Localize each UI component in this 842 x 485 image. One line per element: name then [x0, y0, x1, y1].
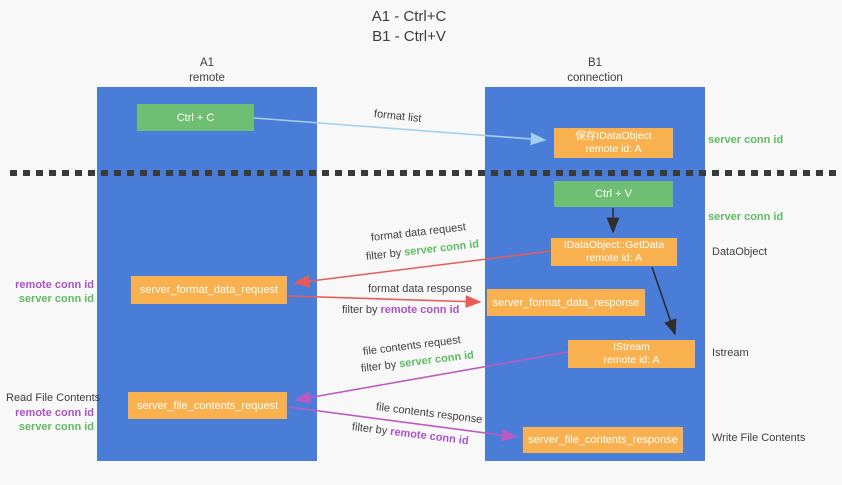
node-server-file-contents-request: server_file_contents_request [128, 392, 287, 419]
filter-by-text: filter by [342, 304, 381, 316]
node-server-format-data-request: server_format_data_request [131, 276, 287, 304]
annotation-read-file-contents: Read File Contents [6, 392, 101, 404]
annotation-server-conn-id-2: server conn id [18, 421, 94, 433]
node-server-file-contents-response: server_file_contents_response [523, 427, 683, 453]
node-server-file-contents-request-label: server_file_contents_request [136, 399, 279, 412]
node-istream: IStream remote id: A [568, 340, 695, 368]
node-server-format-data-response-label: server_format_data_response [492, 296, 640, 309]
node-istream-line1: IStream [613, 341, 650, 353]
annotation-remote-conn-id-1: remote conn id [15, 279, 94, 291]
node-istream-line2: remote id: A [603, 354, 660, 366]
annotation-server-conn-id-mid: server conn id [708, 211, 784, 223]
edge-label-filter-by-remote-conn-id-1: filter by remote conn id [342, 304, 459, 316]
node-ctrl-v-label: Ctrl + V [595, 188, 632, 200]
node-ctrl-v: Ctrl + V [554, 181, 673, 207]
annotation-server-conn-id-top: server conn id [708, 134, 784, 146]
dotted-separator-line [10, 170, 842, 176]
node-ctrl-c-label: Ctrl + C [176, 111, 215, 124]
lane-header-a1: A1 remote [97, 56, 317, 86]
node-server-format-data-response: server_format_data_response [487, 289, 645, 316]
edge-label-file-contents-response: file contents response [375, 401, 483, 426]
remote-conn-id-text: remote conn id [380, 304, 460, 316]
edge-label-format-data-response: format data response [368, 283, 472, 295]
server-conn-id-text: server conn id [398, 349, 475, 371]
annotation-write-file-contents: Write File Contents [712, 432, 806, 444]
node-server-format-data-request-label: server_format_data_request [139, 284, 279, 296]
node-save-idataobject-line2: remote id: A [585, 143, 642, 155]
node-server-file-contents-response-label: server_file_contents_response [528, 434, 678, 446]
node-save-idataobject-line1: 保存IDataObject [575, 130, 652, 142]
node-save-idataobject: 保存IDataObject remote id: A [554, 128, 673, 158]
lane-a1-subtitle: remote [189, 72, 225, 84]
filter-by-text: filter by [351, 421, 391, 438]
filter-by-text: filter by [365, 246, 405, 263]
annotation-istream: Istream [712, 347, 749, 359]
node-ctrl-c: Ctrl + C [137, 104, 254, 131]
diagram-title-line2: B1 - Ctrl+V [372, 28, 446, 45]
edge-label-format-list: format list [373, 108, 423, 125]
node-idataobject-getdata: IDataObject::GetData remote id: A [551, 238, 677, 266]
node-idataobject-getdata-line2: remote id: A [585, 252, 643, 264]
lane-a1-name: A1 [199, 57, 215, 69]
diagram-title: A1 - Ctrl+C B1 - Ctrl+V [299, 7, 519, 47]
edge-label-filter-by-remote-conn-id-2: filter by remote conn id [351, 421, 469, 447]
annotation-server-conn-id-1: server conn id [18, 293, 94, 305]
filter-by-text: filter by [360, 358, 400, 375]
diagram-title-line1: A1 - Ctrl+C [371, 8, 447, 25]
annotation-dataobject: DataObject [712, 246, 768, 258]
annotation-conn-ids-format: remote conn id server conn id [0, 278, 94, 306]
lane-header-b1: B1 connection [485, 56, 705, 86]
server-conn-id-text: server conn id [403, 238, 480, 259]
lane-b1-subtitle: connection [567, 72, 623, 84]
remote-conn-id-text: remote conn id [389, 425, 470, 448]
lane-b1-name: B1 [587, 57, 603, 69]
annotation-conn-ids-file: remote conn id server conn id [0, 406, 94, 434]
annotation-remote-conn-id-2: remote conn id [15, 407, 94, 419]
node-idataobject-getdata-line1: IDataObject::GetData [563, 239, 665, 251]
